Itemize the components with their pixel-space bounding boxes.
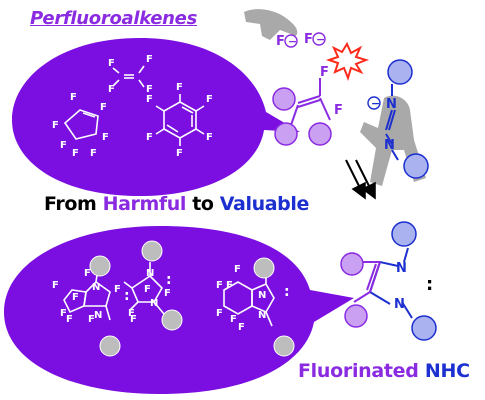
benzimidazole-substituent-bottom <box>273 335 295 357</box>
nitrogen-atom-label: N <box>146 268 154 279</box>
tagline: From Harmful to Valuable <box>44 193 309 215</box>
carbene-colon: : <box>166 272 172 288</box>
nitrogen-atom-label: N <box>258 310 266 321</box>
fluorine-atom-label: F <box>52 280 59 291</box>
nitrogen-atom-label: N <box>258 290 266 301</box>
amidinate-charge-circle <box>367 96 381 110</box>
fluoride-charge-circle <box>284 34 298 48</box>
page-title: Perfluoroalkenes <box>30 8 198 29</box>
amidinate-ball-bottom <box>403 153 429 179</box>
fluorine-atom-label: F <box>146 84 153 95</box>
negative-charge-sign: − <box>316 33 325 46</box>
fluorine-atom-label: F <box>60 140 67 151</box>
fluorine-atom-label: F <box>84 268 91 279</box>
product-nitrogen-bottom: N <box>394 297 405 312</box>
cyclopenta-substituent-top <box>89 255 111 277</box>
fluorine-atom-label: F <box>128 308 135 319</box>
carbene-colon: : <box>284 284 290 300</box>
substrate-ball-bottom-right <box>308 122 332 146</box>
fluorine-atom-label: F <box>238 322 245 333</box>
substrate-fluorine-top: F <box>320 65 329 80</box>
fluorine-atom-label: F <box>114 284 121 295</box>
amidinate-nitrogen-bottom: N <box>384 138 395 153</box>
fluorine-atom-label: F <box>72 292 79 303</box>
product-ball-top-blue <box>391 221 417 247</box>
nitrogen-atom-label: N <box>150 298 158 309</box>
cyclopenta-substituent-bottom <box>99 335 121 357</box>
fluorine-atom-label: F <box>206 132 213 143</box>
fluorine-atom-label: F <box>226 280 233 291</box>
fluorine-atom-label: F <box>176 148 183 159</box>
negative-charge-sign: − <box>288 35 297 48</box>
tagline-valuable: Valuable <box>219 193 310 215</box>
fluorine-atom-label: F <box>206 94 213 105</box>
fluorine-atom-label: F <box>60 308 67 319</box>
benzimidazole-substituent-top <box>253 257 275 279</box>
fluorine-atom-label: F <box>102 132 109 143</box>
tetrafluoroethylene <box>112 65 145 88</box>
fluorine-atom-label: F <box>72 148 79 159</box>
negative-charge-sign: − <box>371 97 380 110</box>
amidinate-nitrogen-top: N <box>386 97 397 112</box>
fluorine-atom-label: F <box>176 82 183 93</box>
nitrogen-atom-label: N <box>94 310 102 321</box>
bottom-speech-bubble <box>4 226 354 394</box>
explosion-starburst <box>325 41 370 82</box>
fluorine-atom-label: F <box>100 102 107 113</box>
amidinate-ball-top <box>387 59 413 85</box>
perfluorocyclopentene <box>63 109 99 140</box>
amidinate-anion <box>385 84 399 161</box>
carbene-colon: : <box>124 288 130 304</box>
fluorinated-nhc-product <box>369 247 413 319</box>
reaction-arrows <box>345 159 376 200</box>
fluorine-atom-label: F <box>88 314 95 325</box>
product-word-fluorinated: Fluorinated <box>298 360 419 382</box>
fluorine-atom-label: F <box>230 314 237 325</box>
imidazole-substituent-top <box>141 240 163 262</box>
imidazolylidene-small <box>123 262 165 315</box>
fluorine-atom-label: F <box>130 314 137 325</box>
fluorine-atom-label: F <box>108 84 115 95</box>
fluoride-anion-label: F <box>276 34 285 49</box>
product-ball-bottom-purple <box>344 304 368 328</box>
nitrogen-atom-label: N <box>92 282 100 293</box>
product-nitrogen-top: N <box>396 261 407 276</box>
product-label: Fluorinated NHC <box>298 360 470 382</box>
substrate-ball-bottom-left <box>274 122 298 146</box>
fluorine-atom-label: F <box>164 288 171 299</box>
tagline-harmful: Harmful <box>102 193 187 215</box>
fluorine-atom-label: F <box>144 284 151 295</box>
substrate-fluorine-right: F <box>334 103 343 118</box>
imidazole-substituent-bottom <box>161 309 183 331</box>
product-ball-bottom-blue <box>411 315 437 341</box>
hexafluorobenzene <box>155 94 205 146</box>
fluoride-anion-label-2: F <box>304 32 313 47</box>
fluorine-atom-label: F <box>52 120 59 131</box>
fluorine-atom-label: F <box>146 54 153 65</box>
product-backbone <box>353 261 381 303</box>
carbene-lone-pair: : <box>426 274 433 295</box>
fluorine-atom-label: F <box>146 94 153 105</box>
fluorine-atom-label: F <box>216 308 223 319</box>
product-ball-left-purple <box>340 252 364 276</box>
fluoroalkene-substrate <box>289 78 331 129</box>
tagline-from: From <box>44 193 97 215</box>
tagline-to: to <box>192 193 214 215</box>
top-speech-bubble <box>12 38 300 196</box>
substrate-ball-top <box>272 87 296 111</box>
product-word-nhc: NHC <box>424 360 470 382</box>
fluorine-atom-label: F <box>90 148 97 159</box>
fluorine-atom-label: F <box>216 280 223 291</box>
fluorine-atom-label: F <box>146 132 153 143</box>
fluorine-atom-label: F <box>70 92 77 103</box>
fluoride-charge-circle-2 <box>312 32 326 46</box>
fluorine-atom-label: F <box>66 314 73 325</box>
fluorine-atom-label: F <box>108 58 115 69</box>
fluorine-atom-label: F <box>234 264 241 275</box>
